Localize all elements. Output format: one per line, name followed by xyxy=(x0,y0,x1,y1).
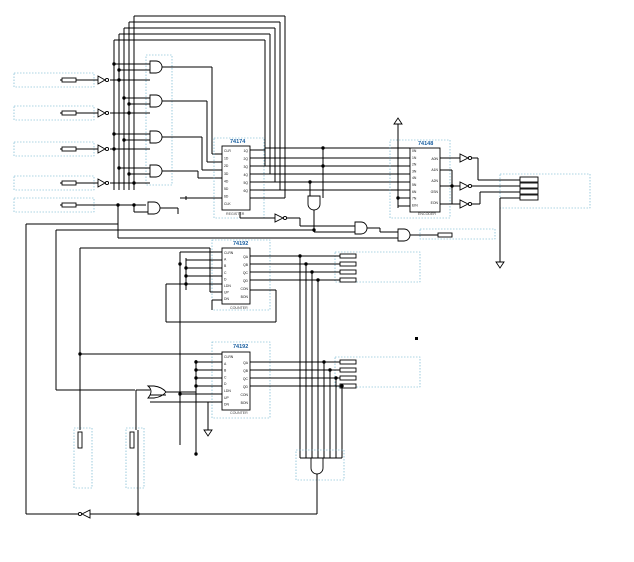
register-right-pins: 1Q 2Q 3Q 4Q 5Q 6Q xyxy=(243,149,248,193)
pin-label: 4D xyxy=(224,179,229,183)
pin-label: CLRN xyxy=(224,251,234,255)
pin-label: DN xyxy=(224,297,229,301)
pin-label: GSN xyxy=(431,190,439,194)
pin-label: QB xyxy=(243,369,249,373)
counter-upper-right-pins: QA QB QC QD CON BON xyxy=(240,255,248,299)
marker-dot xyxy=(415,337,418,340)
pin-label: LDN xyxy=(224,284,231,288)
output-pin-outlines xyxy=(334,173,591,388)
pin-label: UP xyxy=(224,291,229,295)
pin-label: QC xyxy=(243,377,249,381)
pin-label: 7N xyxy=(412,197,417,201)
register-left-pins: CLR 1D 2D 3D 4D 5D 6D CLK xyxy=(224,149,231,206)
encoder-part-label: 74148 xyxy=(418,141,433,147)
pin-label: A0N xyxy=(431,157,438,161)
pin-label: CLRN xyxy=(224,355,234,359)
pin-label: EON xyxy=(431,201,439,205)
pin-label: 5D xyxy=(224,187,229,191)
pin-label: CLK xyxy=(224,202,231,206)
counter-lower-part-label: 74192 xyxy=(233,344,248,350)
encoder-74148: 74148 ENCODER 0N 1N 2N 3N 4N 5N 6N 7N EIN A0N A1N… xyxy=(389,117,451,219)
pin-label: LDN xyxy=(224,389,231,393)
pin-label: UP xyxy=(224,396,229,400)
pin-label: 0N xyxy=(412,149,417,153)
pin-label: 5N xyxy=(412,183,417,187)
register-part-label: 74174 xyxy=(230,139,246,145)
pin-label: CLR xyxy=(224,149,231,153)
pin-label: BON xyxy=(241,401,249,405)
register-to-encoder-wires xyxy=(250,147,410,232)
encoder-name-label: ENCODER xyxy=(418,212,436,216)
junction-dots-mid xyxy=(308,146,325,184)
encoder-right-pins: A0N A1N A2N GSN EON xyxy=(431,157,439,205)
pin-label: A xyxy=(224,258,227,262)
junction-dots-counter xyxy=(78,254,344,516)
pin-label: B xyxy=(224,369,227,373)
control-logic xyxy=(55,205,453,391)
junction-dots-enc xyxy=(396,184,454,200)
pin-label: EIN xyxy=(412,203,418,207)
counter-lower-name-label: COUNTER xyxy=(230,411,248,415)
register-name-label: REGISTER xyxy=(226,212,245,216)
pin-label: D xyxy=(224,277,227,281)
pin-label: 6D xyxy=(224,195,229,199)
pin-label: BON xyxy=(241,295,249,299)
pin-label: 1N xyxy=(412,156,417,160)
input-pins xyxy=(60,75,146,449)
pin-label: C xyxy=(224,271,227,275)
pin-label: 6N xyxy=(412,190,417,194)
pin-label: 2D xyxy=(224,164,229,168)
pin-label: DN xyxy=(224,403,229,407)
pin-label: 3Q xyxy=(243,165,248,169)
pin-label: 3D xyxy=(224,172,229,176)
pin-label: CON xyxy=(240,287,248,291)
pin-label: QA xyxy=(243,255,249,259)
junction-dots-ctrl xyxy=(116,203,316,232)
pin-label: 5Q xyxy=(243,181,248,185)
register-74174: 74174 REGISTER CLR 1D 2D 3D 4D 5D 6D CLK 1Q 2Q 3Q… xyxy=(180,137,265,219)
pin-label: 4N xyxy=(412,176,417,180)
pin-label: CON xyxy=(240,393,248,397)
pin-label: C xyxy=(224,375,227,379)
pin-label: B xyxy=(224,264,227,268)
top-bus-wires xyxy=(110,15,286,198)
pin-label: 1D xyxy=(224,157,229,161)
pin-label: QB xyxy=(243,263,249,267)
pin-label: 1Q xyxy=(243,149,248,153)
encoder-left-pins: 0N 1N 2N 3N 4N 5N 6N 7N EIN xyxy=(412,149,418,207)
pin-label: 2N xyxy=(412,163,417,167)
pin-label: A1N xyxy=(431,168,438,172)
pin-label: A2N xyxy=(431,179,438,183)
pin-label: 3N xyxy=(412,169,417,173)
pin-label: QA xyxy=(243,361,249,365)
pin-label: 4Q xyxy=(243,173,248,177)
counter-wiring xyxy=(25,223,357,519)
counter-lower-right-pins: QA QB QC QD CON BON xyxy=(240,361,248,405)
pin-label: QD xyxy=(243,385,249,389)
pin-label: 6Q xyxy=(243,189,248,193)
counter-upper-name-label: COUNTER xyxy=(230,306,248,310)
pin-label: QD xyxy=(243,279,249,283)
pin-label: QC xyxy=(243,271,249,275)
pin-label: A xyxy=(224,362,227,366)
encoder-output-wires xyxy=(440,153,539,269)
pin-label: D xyxy=(224,382,227,386)
pin-label: 2Q xyxy=(243,157,248,161)
counter-upper-part-label: 74192 xyxy=(233,241,248,247)
and-gate-column xyxy=(145,54,173,215)
junction-dots-top xyxy=(112,62,136,185)
